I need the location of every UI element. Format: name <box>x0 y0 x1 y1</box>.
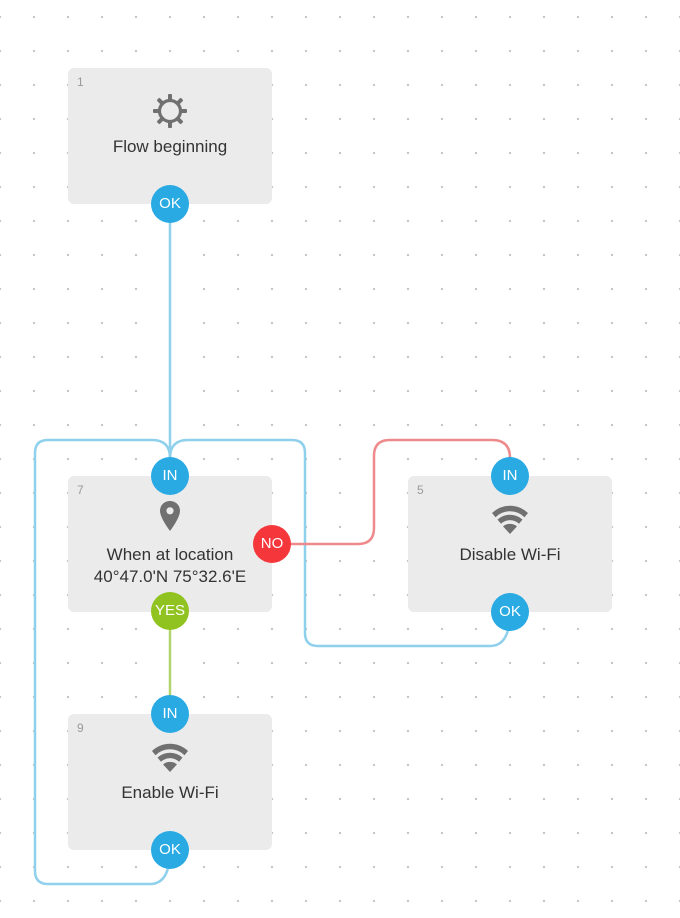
location-pin-icon <box>160 501 180 531</box>
wire-location-no-to-disable-in <box>272 438 512 546</box>
wire-enable-ok-to-location-in <box>33 438 172 886</box>
location-condition-block[interactable]: 7 When at location 40°47.0'N 75°32.6'E <box>68 476 272 612</box>
flow-beginning-block[interactable]: 1 Flow beginning <box>68 68 272 204</box>
disable-wifi-block[interactable]: 5 Disable Wi-Fi <box>408 476 612 612</box>
flow-beginning-ok-port[interactable]: OK <box>151 185 189 223</box>
enable-wifi-in-port[interactable]: IN <box>151 695 189 733</box>
block-number: 1 <box>77 75 84 89</box>
wire-disable-ok-to-location-in <box>168 438 512 648</box>
disable-wifi-in-port[interactable]: IN <box>491 457 529 495</box>
wifi-icon <box>152 743 188 772</box>
block-title: Disable Wi-Fi <box>459 545 561 564</box>
block-number: 9 <box>77 721 84 735</box>
location-yes-port[interactable]: YES <box>151 592 189 630</box>
enable-wifi-ok-port[interactable]: OK <box>151 831 189 869</box>
enable-wifi-block[interactable]: 9 Enable Wi-Fi <box>68 714 272 850</box>
disable-wifi-ok-port[interactable]: OK <box>491 593 529 631</box>
block-title: When at location 40°47.0'N 75°32.6'E <box>93 545 247 586</box>
gear-icon <box>153 94 187 128</box>
block-number: 5 <box>417 483 424 497</box>
wifi-icon <box>492 505 528 534</box>
block-title: Enable Wi-Fi <box>121 783 219 802</box>
block-title: Flow beginning <box>112 137 228 156</box>
location-in-port[interactable]: IN <box>151 457 189 495</box>
block-number: 7 <box>77 483 84 497</box>
location-no-port[interactable]: NO <box>253 525 291 563</box>
